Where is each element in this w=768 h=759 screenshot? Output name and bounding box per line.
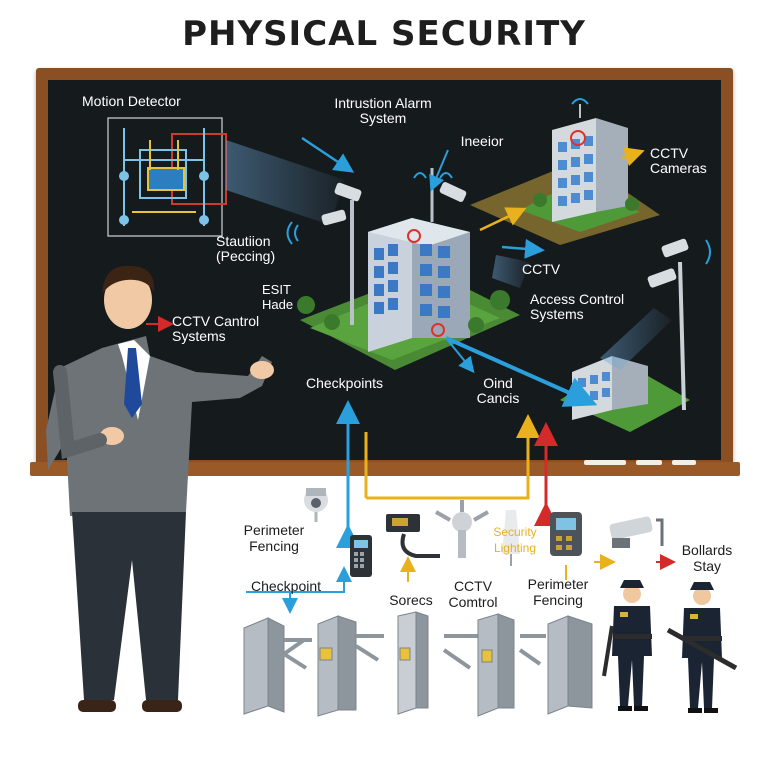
label-ineeior: Ineeior: [460, 133, 504, 149]
label-stautiion: Stautiion (Peccing): [216, 233, 276, 264]
cctv-camera-icon: [286, 182, 530, 325]
keypad-icon: [350, 535, 372, 577]
label-cctv-cantrol: CCTV Cantrol Systems: [172, 313, 260, 344]
motion-detector-circuit-icon: [107, 117, 227, 237]
label-checkpoints: Checkpoints: [306, 375, 384, 391]
page-title: PHYSICAL SECURITY: [182, 14, 586, 54]
arrow: [429, 149, 449, 192]
label-intrusion-alarm: Intrustion Alarm System: [334, 95, 432, 126]
card-reader-icon: [386, 514, 440, 558]
security-guard-icon: [602, 580, 652, 711]
label-oind-cancis: Oind Cancis: [476, 375, 520, 406]
label-checkpoint: Checkpoint: [250, 578, 322, 594]
arrow: [276, 566, 352, 593]
label-perimeter-fencing-right: Perimeter Fencing: [527, 576, 589, 608]
label-esit-hade: ESIT Hade: [262, 282, 294, 312]
arrow: [301, 136, 355, 173]
label-perimeter-fencing: Perimeter Fencing: [243, 522, 305, 554]
building-icon: [560, 238, 711, 432]
building-icon: [297, 168, 520, 370]
label-security-lighting: Security Lighting: [493, 525, 537, 555]
building-icon: [470, 98, 660, 245]
label-sorecs: Sorecs: [389, 592, 433, 608]
label-cctv: CCTV: [522, 261, 561, 277]
chalk-piece: [672, 460, 696, 465]
arrow: [364, 420, 528, 500]
lamp-icon: [435, 500, 520, 566]
arrow: [445, 336, 598, 407]
presenter-figure: [46, 265, 274, 712]
arrow: [246, 591, 298, 614]
label-access-control: Access Control Systems: [530, 291, 625, 322]
label-cctv-cameras: CCTV Cameras: [650, 145, 707, 176]
chalk-piece: [636, 460, 662, 465]
dome-camera-icon: [304, 488, 328, 522]
label-motion-detector: Motion Detector: [82, 93, 181, 109]
chalk-tray: [30, 462, 740, 476]
label-cctv-comtrol: CCTV Comtrol: [448, 578, 498, 610]
arrow: [479, 207, 527, 232]
security-guard-icon: [666, 582, 738, 713]
cctv-camera-icon: [609, 516, 664, 548]
card-reader-icon: [550, 512, 582, 556]
arrow: [445, 337, 475, 374]
arrow: [621, 147, 645, 167]
chalk-piece: [584, 460, 626, 465]
turnstile-icon: [243, 611, 593, 717]
label-bollards-stay: Bollards Stay: [681, 542, 733, 574]
arrow: [501, 238, 545, 259]
motion-beam: [226, 140, 345, 225]
